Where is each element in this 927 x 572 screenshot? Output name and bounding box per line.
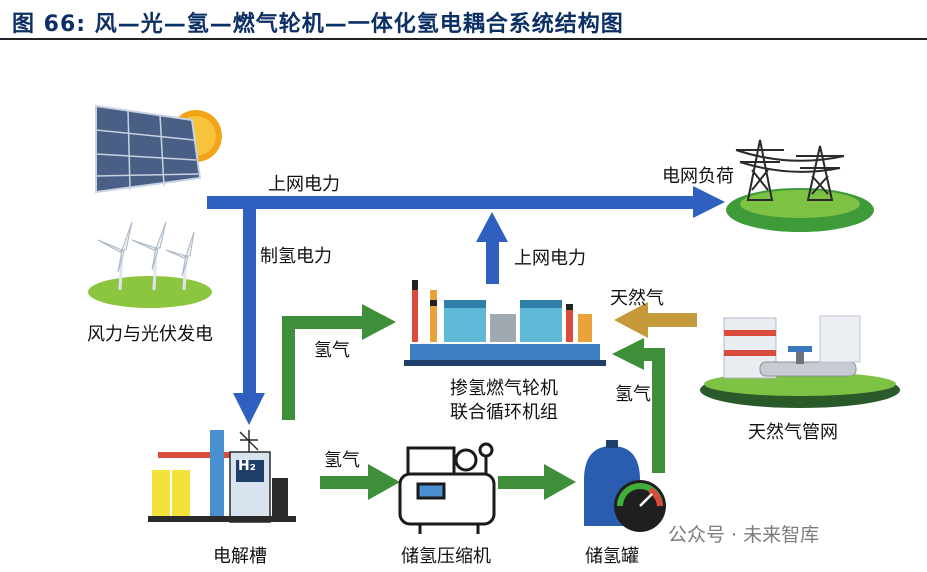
hydrogen-to-turbine-arrow [282, 304, 396, 420]
compressor-icon [398, 442, 496, 534]
gas-pipeline-icon [700, 315, 900, 408]
flow-label-grid-power-up: 上网电力 [514, 248, 586, 269]
flow-label-grid-power-top: 上网电力 [268, 174, 340, 195]
hydrogen-tank-icon [584, 440, 666, 532]
node-label-gas-network: 天然气管网 [748, 422, 838, 443]
compressor-to-tank-arrow [498, 464, 576, 500]
flow-label-hydrogen-power: 制氢电力 [260, 246, 332, 267]
flow-label-natural-gas: 天然气 [610, 288, 664, 309]
node-label-compressor: 储氢压缩机 [401, 546, 491, 567]
wind-turbine-icon [88, 221, 212, 308]
watermark: 公众号 · 未来智库 [668, 524, 820, 546]
node-label-electrolyzer: 电解槽 [213, 546, 267, 567]
node-label-turbine-line1: 掺氢燃气轮机 [450, 378, 558, 399]
hydrogen-to-compressor-arrow [320, 464, 400, 500]
natural-gas-arrow [614, 302, 697, 338]
electrolyzer-badge: H₂ [238, 458, 256, 474]
flow-label-hydrogen-to-compressor: 氢气 [324, 450, 360, 471]
flow-label-hydrogen-to-turbine: 氢气 [314, 340, 350, 361]
flow-label-hydrogen-from-tank: 氢气 [615, 384, 651, 405]
electrolyzer-icon [148, 430, 296, 523]
turbine-up-arrow [476, 212, 508, 284]
figure-title: 图 66: 风—光—氢—燃气轮机—一体化氢电耦合系统结构图 [12, 12, 624, 37]
transmission-tower-icon [726, 139, 874, 232]
solar-panel-icon [95, 104, 222, 194]
node-label-turbine-line2: 联合循环机组 [450, 402, 558, 423]
grid-power-arrow [207, 186, 725, 218]
gas-turbine-plant-icon [404, 280, 606, 366]
node-label-grid-load: 电网负荷 [662, 166, 734, 187]
node-label-tank: 储氢罐 [585, 546, 639, 567]
tank-to-turbine-arrow [612, 338, 665, 473]
title-divider [0, 38, 927, 40]
hydrogen-power-arrow [233, 209, 265, 425]
node-label-wind-solar: 风力与光伏发电 [87, 324, 213, 345]
